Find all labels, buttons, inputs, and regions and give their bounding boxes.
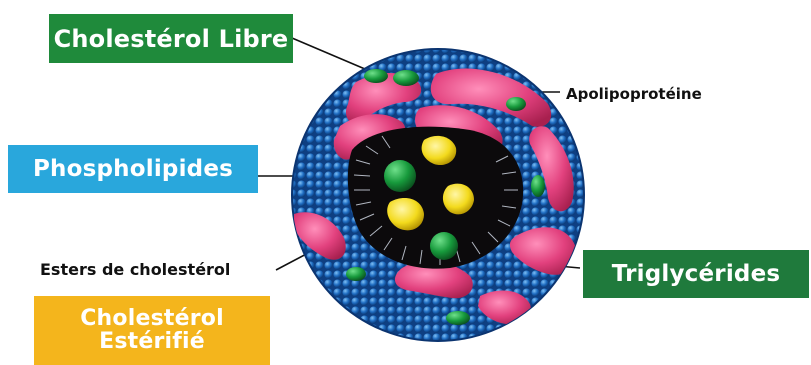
esters-de-cholesterol-label: Esters de cholestérol [40,260,230,279]
free-cholesterol-dot [446,311,470,325]
phospholipides-label: Phospholipides [8,145,258,193]
free-cholesterol-dot [506,97,526,111]
leader-line-cholesterol-libre [292,38,372,72]
free-cholesterol-dot [346,267,366,281]
triglycerides-text: Triglycérides [612,261,781,287]
free-cholesterol-dot [531,175,545,197]
cholesterol-libre-text: Cholestérol Libre [54,25,289,53]
free-cholesterol-dot [393,70,419,86]
phospholipides-text: Phospholipides [33,156,233,182]
cholesterol-esterifie-text-line2: Estérifié [99,331,205,353]
apolipoproteine-label: Apolipoprotéine [566,85,702,103]
cholesterol-esterifie-label: Cholestérol Estérifié [34,296,270,365]
triglycerides-label: Triglycérides [583,250,809,298]
cholesterol-libre-label: Cholestérol Libre [49,14,293,63]
cholesterol-ester-sphere [430,232,458,260]
free-cholesterol-dot [364,69,388,83]
cholesterol-esterifie-text-line1: Cholestérol [80,308,224,330]
cholesterol-ester-sphere [384,160,416,192]
